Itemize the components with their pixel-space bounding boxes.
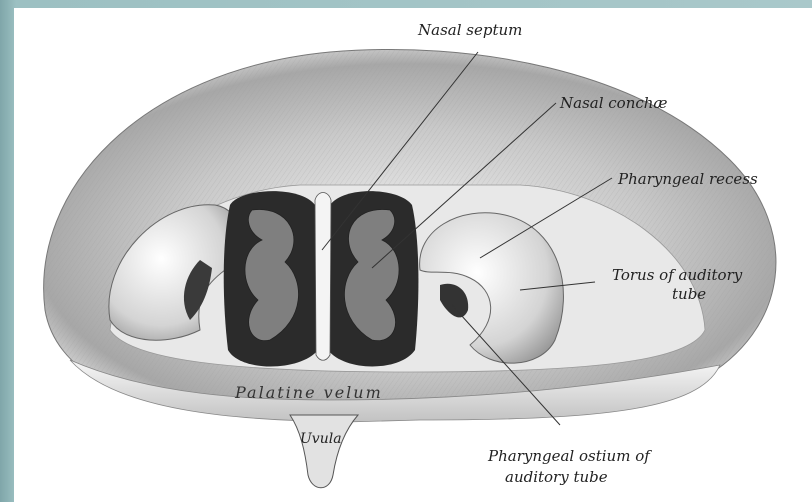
right-conchae bbox=[344, 210, 399, 341]
label-ostium-line2: auditory tube bbox=[505, 468, 608, 486]
label-nasal-conchae: Nasal conchæ bbox=[559, 94, 668, 112]
label-nasal-septum: Nasal septum bbox=[417, 21, 522, 39]
label-uvula: Uvula bbox=[300, 431, 342, 447]
uvula bbox=[290, 415, 358, 488]
label-palatine-velum: Palatine velum bbox=[234, 383, 383, 402]
left-conchae bbox=[245, 210, 299, 341]
label-torus-line2: tube bbox=[672, 285, 706, 303]
label-ostium-line1: Pharyngeal ostium of bbox=[487, 447, 652, 465]
label-pharyngeal-recess: Pharyngeal recess bbox=[617, 170, 758, 188]
nasal-septum bbox=[315, 193, 331, 361]
label-torus-line1: Torus of auditory bbox=[612, 266, 743, 284]
